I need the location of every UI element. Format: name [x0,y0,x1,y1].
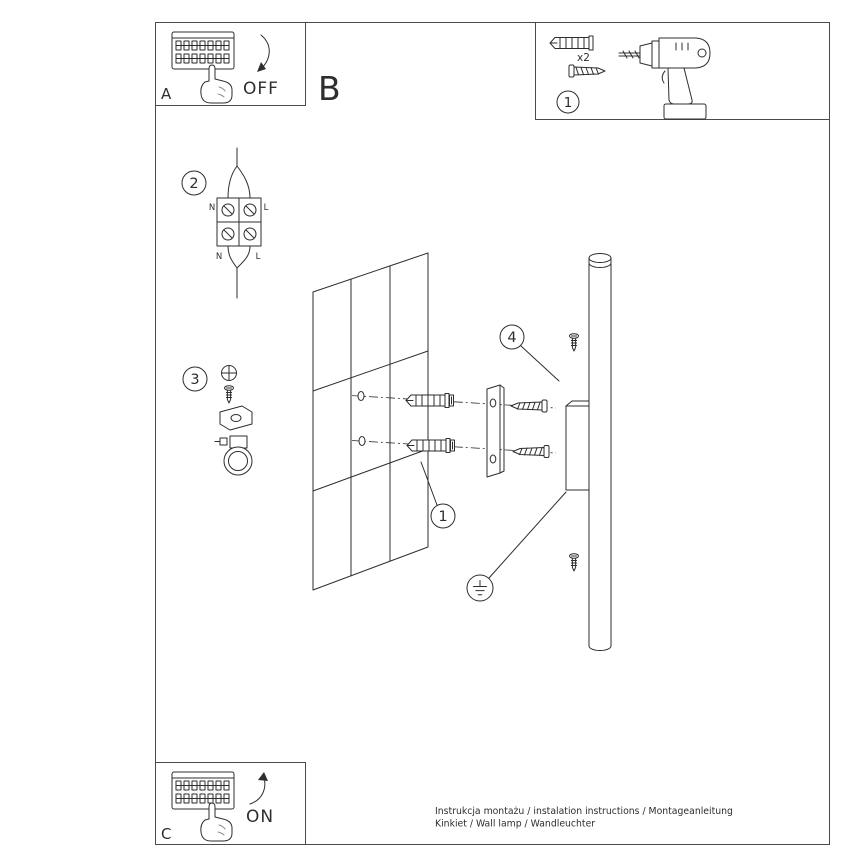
footer-line1: Instrukcja montażu / instalation instruc… [435,806,733,817]
step2-wiring: 2 N L N L [181,147,269,299]
lamp-mount-plate [565,405,590,491]
mounting-bracket [486,384,505,478]
panel-a: A OFF [155,22,306,106]
wall-hole-bottom [358,436,366,446]
svg-text:4: 4 [507,330,516,346]
off-arrow-icon [257,34,270,72]
terminal-label-n-bottom: N [216,252,222,262]
terminal-label-l-top: L [264,203,269,213]
wiring-diagram: N L N L [209,147,269,299]
footer: Instrukcja montażu / instalation instruc… [435,806,733,830]
protective-earth-symbol [466,574,494,602]
lamp-screw-bottom [569,553,579,572]
wall-hole-top [357,391,365,401]
terminal-label-l-bottom: L [256,252,261,262]
panel-c-state: ON [246,807,274,827]
lamp-tube [588,257,612,651]
lamp-screw-top [569,333,579,352]
svg-text:2: 2 [189,176,198,192]
svg-text:1: 1 [564,95,573,111]
ground-leader-line [488,491,567,579]
svg-text:1: 1 [438,509,447,525]
fusebox-icon [171,771,235,810]
wall-plug-top [405,393,450,408]
footer-line2: Kinkiet / Wall lamp / Wandleuchter [435,819,595,830]
section-b-letter: B [318,69,341,108]
lamp [565,253,612,651]
bracket-screw-bottom [512,445,550,458]
svg-text:3: 3 [190,372,199,388]
wall-plug-bottom [406,438,451,453]
plug-screw-head-bottom [450,439,455,452]
wall-panel [312,252,429,591]
terminal-label-n-top: N [209,203,215,213]
on-arrow-icon [249,772,268,805]
earth-clamp-diagram [214,365,253,476]
panel-a-box [155,22,306,106]
fusebox-icon [171,31,235,70]
clamp-screw-icon [224,385,234,404]
quantity-label: x2 [577,52,590,64]
step4-badge: 4 [499,324,525,350]
step1-badge: 1 [430,503,456,529]
step1-leader-line [420,461,438,506]
sheet-border [155,22,830,845]
panel-a-letter: A [161,85,172,103]
step4-leader-line [520,345,560,382]
screw-icon [568,64,606,78]
bracket-screw-top [510,399,548,413]
panel-c-box [155,762,306,845]
plug-screw-head-top [449,394,454,407]
panel-c-letter: C [161,825,171,843]
step3-earth-clamp: 3 [182,365,253,476]
hand-icon [200,64,233,104]
wall-plug-icon [549,35,594,51]
step3-badge: 3 [182,366,208,392]
toolbox: x2 1 [535,22,830,120]
step2-badge: 2 [181,170,207,196]
toolbox-step-badge: 1 [556,90,580,114]
panel-c: C ON [155,762,306,845]
drill-icon [618,37,711,120]
panel-a-state: OFF [243,79,279,99]
